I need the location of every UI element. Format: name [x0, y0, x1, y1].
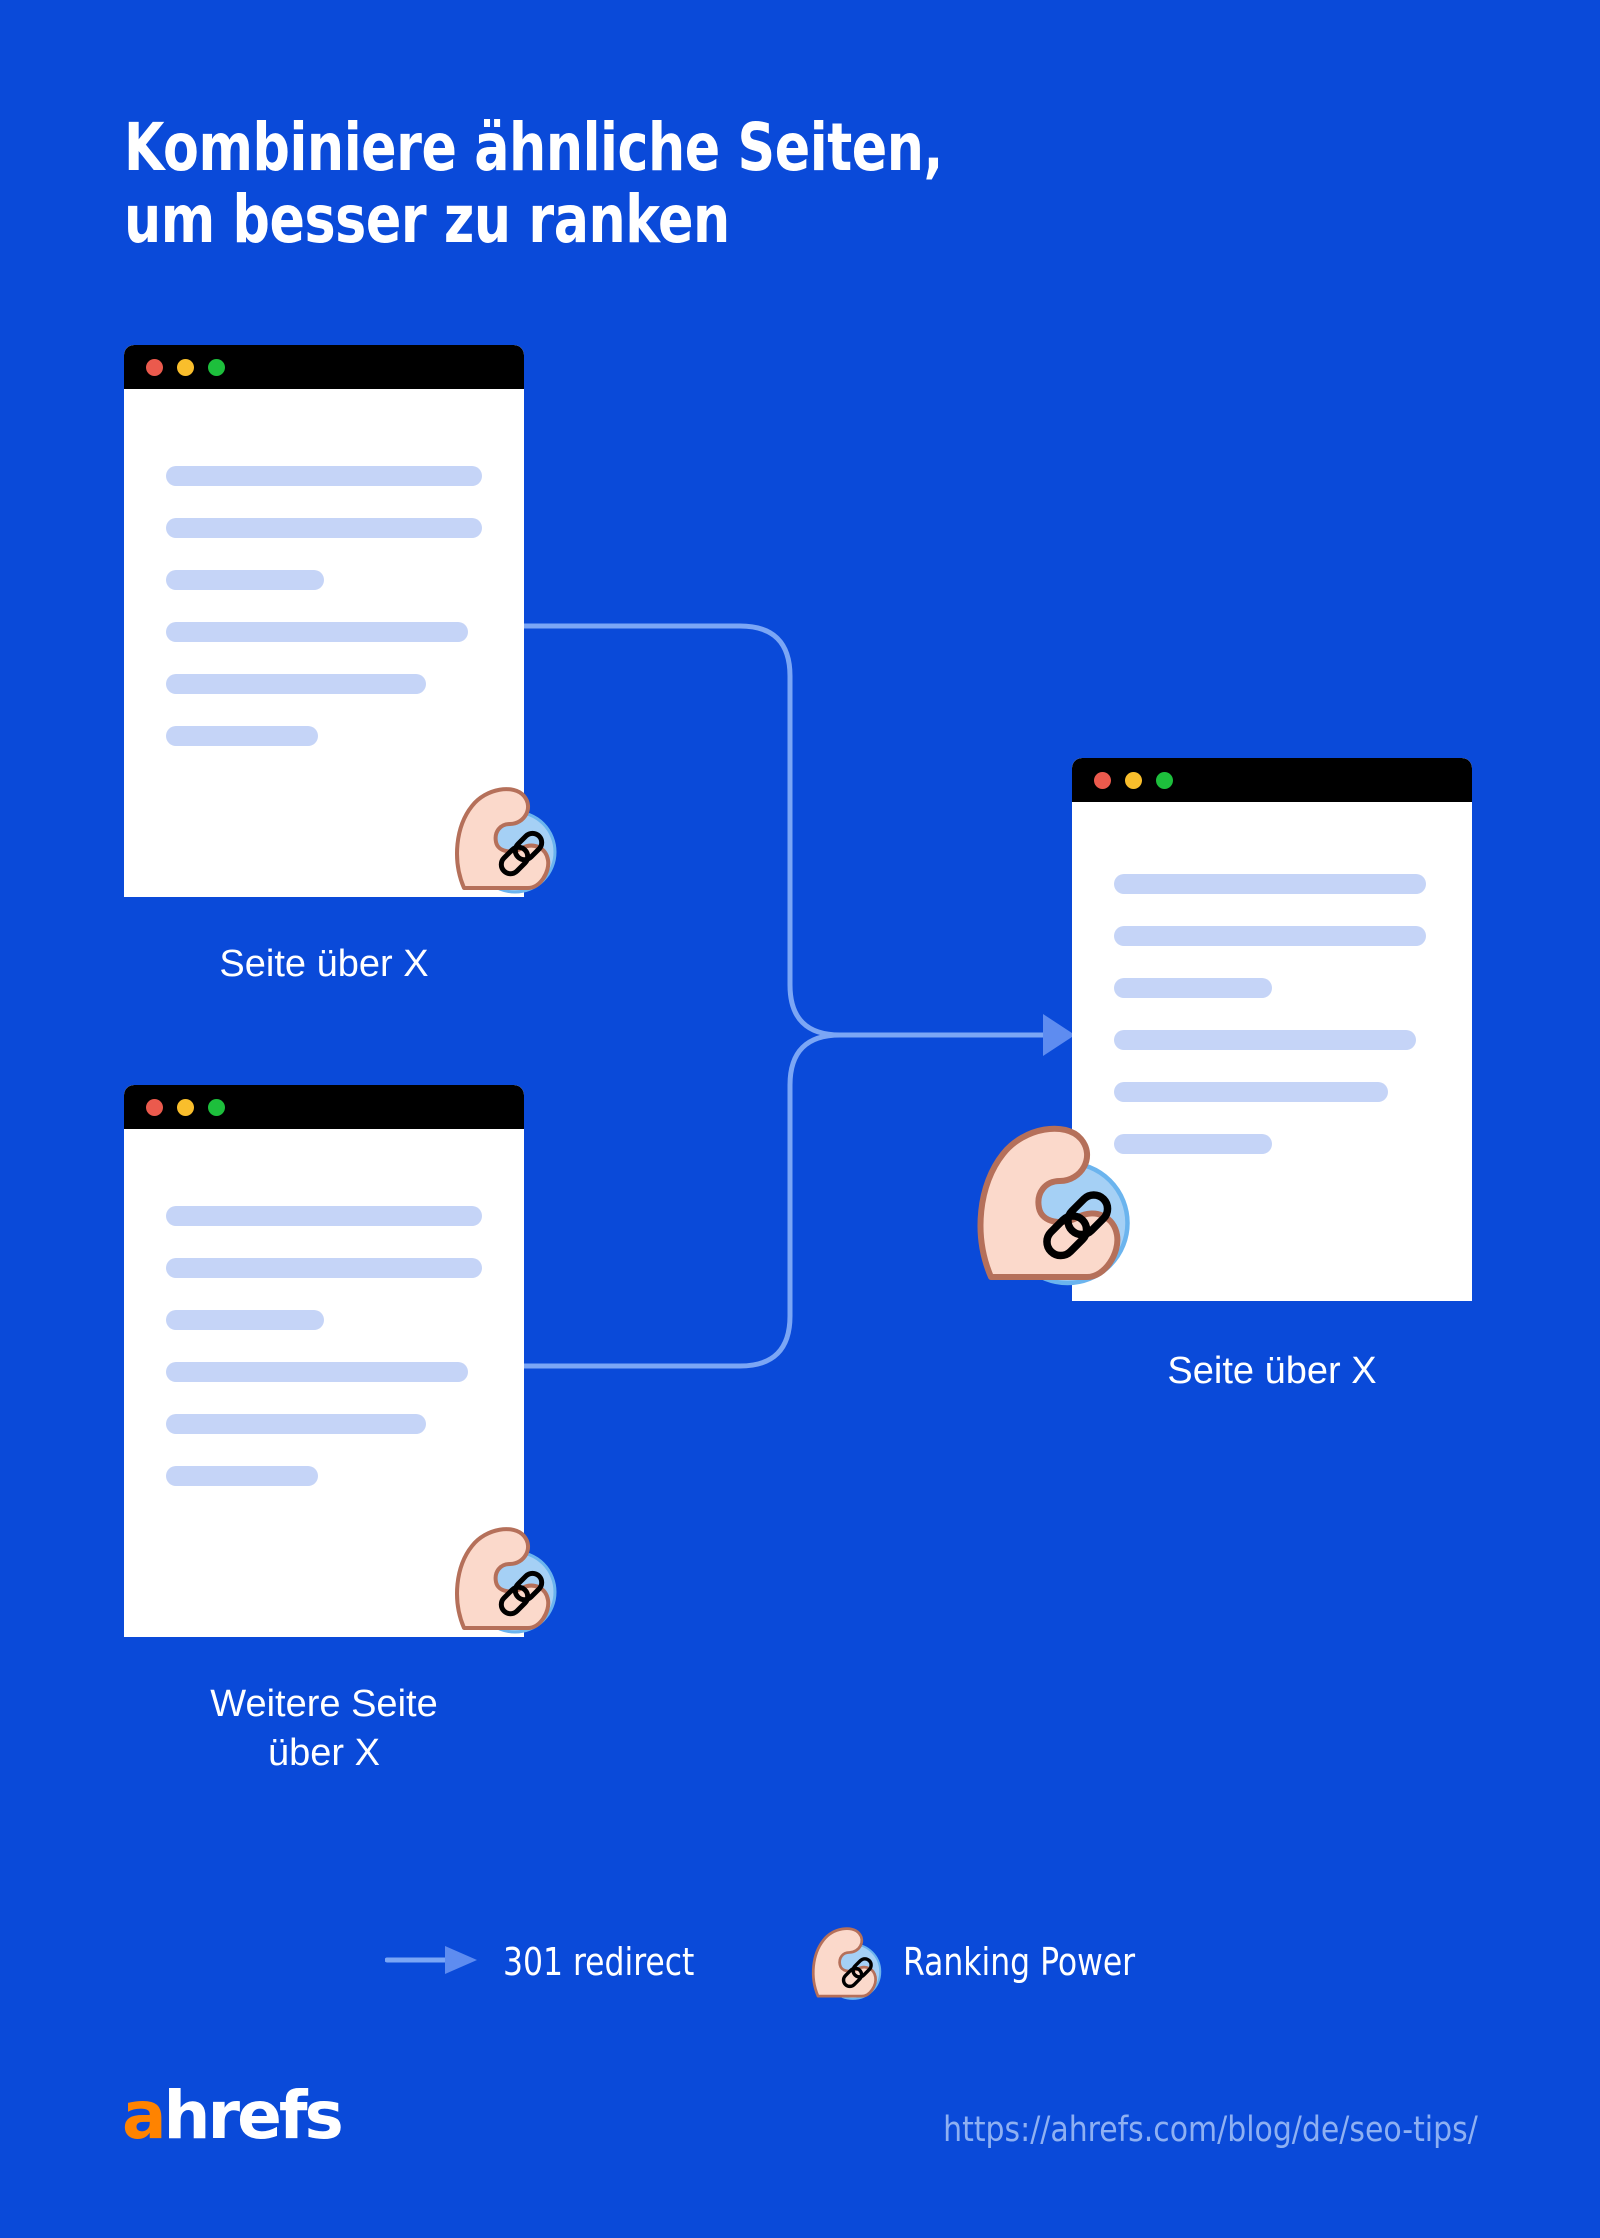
content-line [166, 726, 318, 746]
window-content [124, 389, 524, 897]
caption-source-a: Seite über X [219, 943, 429, 985]
window-minimize-dot-icon[interactable] [177, 1098, 194, 1116]
window-close-dot-icon[interactable] [1094, 771, 1111, 789]
browser-window-target [1072, 758, 1472, 1301]
content-line [1114, 1082, 1388, 1102]
content-line [166, 1414, 426, 1434]
window-minimize-dot-icon[interactable] [177, 358, 194, 376]
legend-ranking-power-icon-wrap [803, 1917, 885, 2007]
content-line [1114, 874, 1426, 894]
content-line [1114, 978, 1272, 998]
window-titlebar [1072, 758, 1472, 802]
window-minimize-dot-icon[interactable] [1125, 771, 1142, 789]
content-line [166, 518, 482, 538]
legend-label-ranking-power: Ranking Power [903, 1940, 1136, 1984]
ranking-power-icon [811, 1927, 882, 2000]
window-content [1072, 802, 1472, 1301]
ranking-power-icon [455, 787, 557, 894]
page-title: Kombiniere ähnliche Seiten, um besser zu… [124, 109, 943, 259]
legend: 301 redirect Ranking Power [384, 1902, 1225, 2022]
ranking-power-icon [977, 1125, 1130, 1286]
connector-path-top [521, 623, 1058, 1038]
caption-source-b: Weitere Seite über X [210, 1683, 438, 1774]
window-close-dot-icon[interactable] [146, 358, 163, 376]
content-line [166, 1466, 318, 1486]
legend-item-redirect: 301 redirect [384, 1940, 711, 1984]
caption-target: Seite über X [1167, 1350, 1377, 1392]
content-line [166, 622, 468, 642]
content-line [166, 1362, 468, 1382]
window-content [124, 1129, 524, 1637]
content-line [166, 1310, 324, 1330]
window-titlebar [124, 345, 524, 389]
window-close-dot-icon[interactable] [146, 1098, 163, 1116]
ranking-power-icon [455, 1527, 557, 1634]
content-line [1114, 926, 1426, 946]
legend-item-ranking-power: Ranking Power [803, 1917, 1155, 2007]
content-line [166, 1258, 482, 1278]
ahrefs-logo[interactable]: ahrefs [122, 2083, 344, 2149]
content-line [1114, 1134, 1272, 1154]
window-maximize-dot-icon[interactable] [1156, 771, 1173, 789]
content-line [1114, 1030, 1416, 1050]
arrow-head-icon [1043, 1014, 1075, 1056]
browser-window-source-b [124, 1085, 524, 1637]
legend-label-redirect: 301 redirect [503, 1940, 695, 1984]
content-line [166, 466, 482, 486]
footer-url[interactable]: https://ahrefs.com/blog/de/seo-tips/ [943, 2110, 1478, 2150]
content-line [166, 1206, 482, 1226]
logo-text-rest: hrefs [163, 2077, 344, 2154]
content-line [166, 674, 426, 694]
browser-window-source-a [124, 345, 524, 897]
window-maximize-dot-icon[interactable] [208, 358, 225, 376]
window-maximize-dot-icon[interactable] [208, 1098, 225, 1116]
window-titlebar [124, 1085, 524, 1129]
arrow-right-icon [384, 1943, 481, 1982]
content-line [166, 570, 324, 590]
logo-letter-a: a [122, 2077, 167, 2154]
